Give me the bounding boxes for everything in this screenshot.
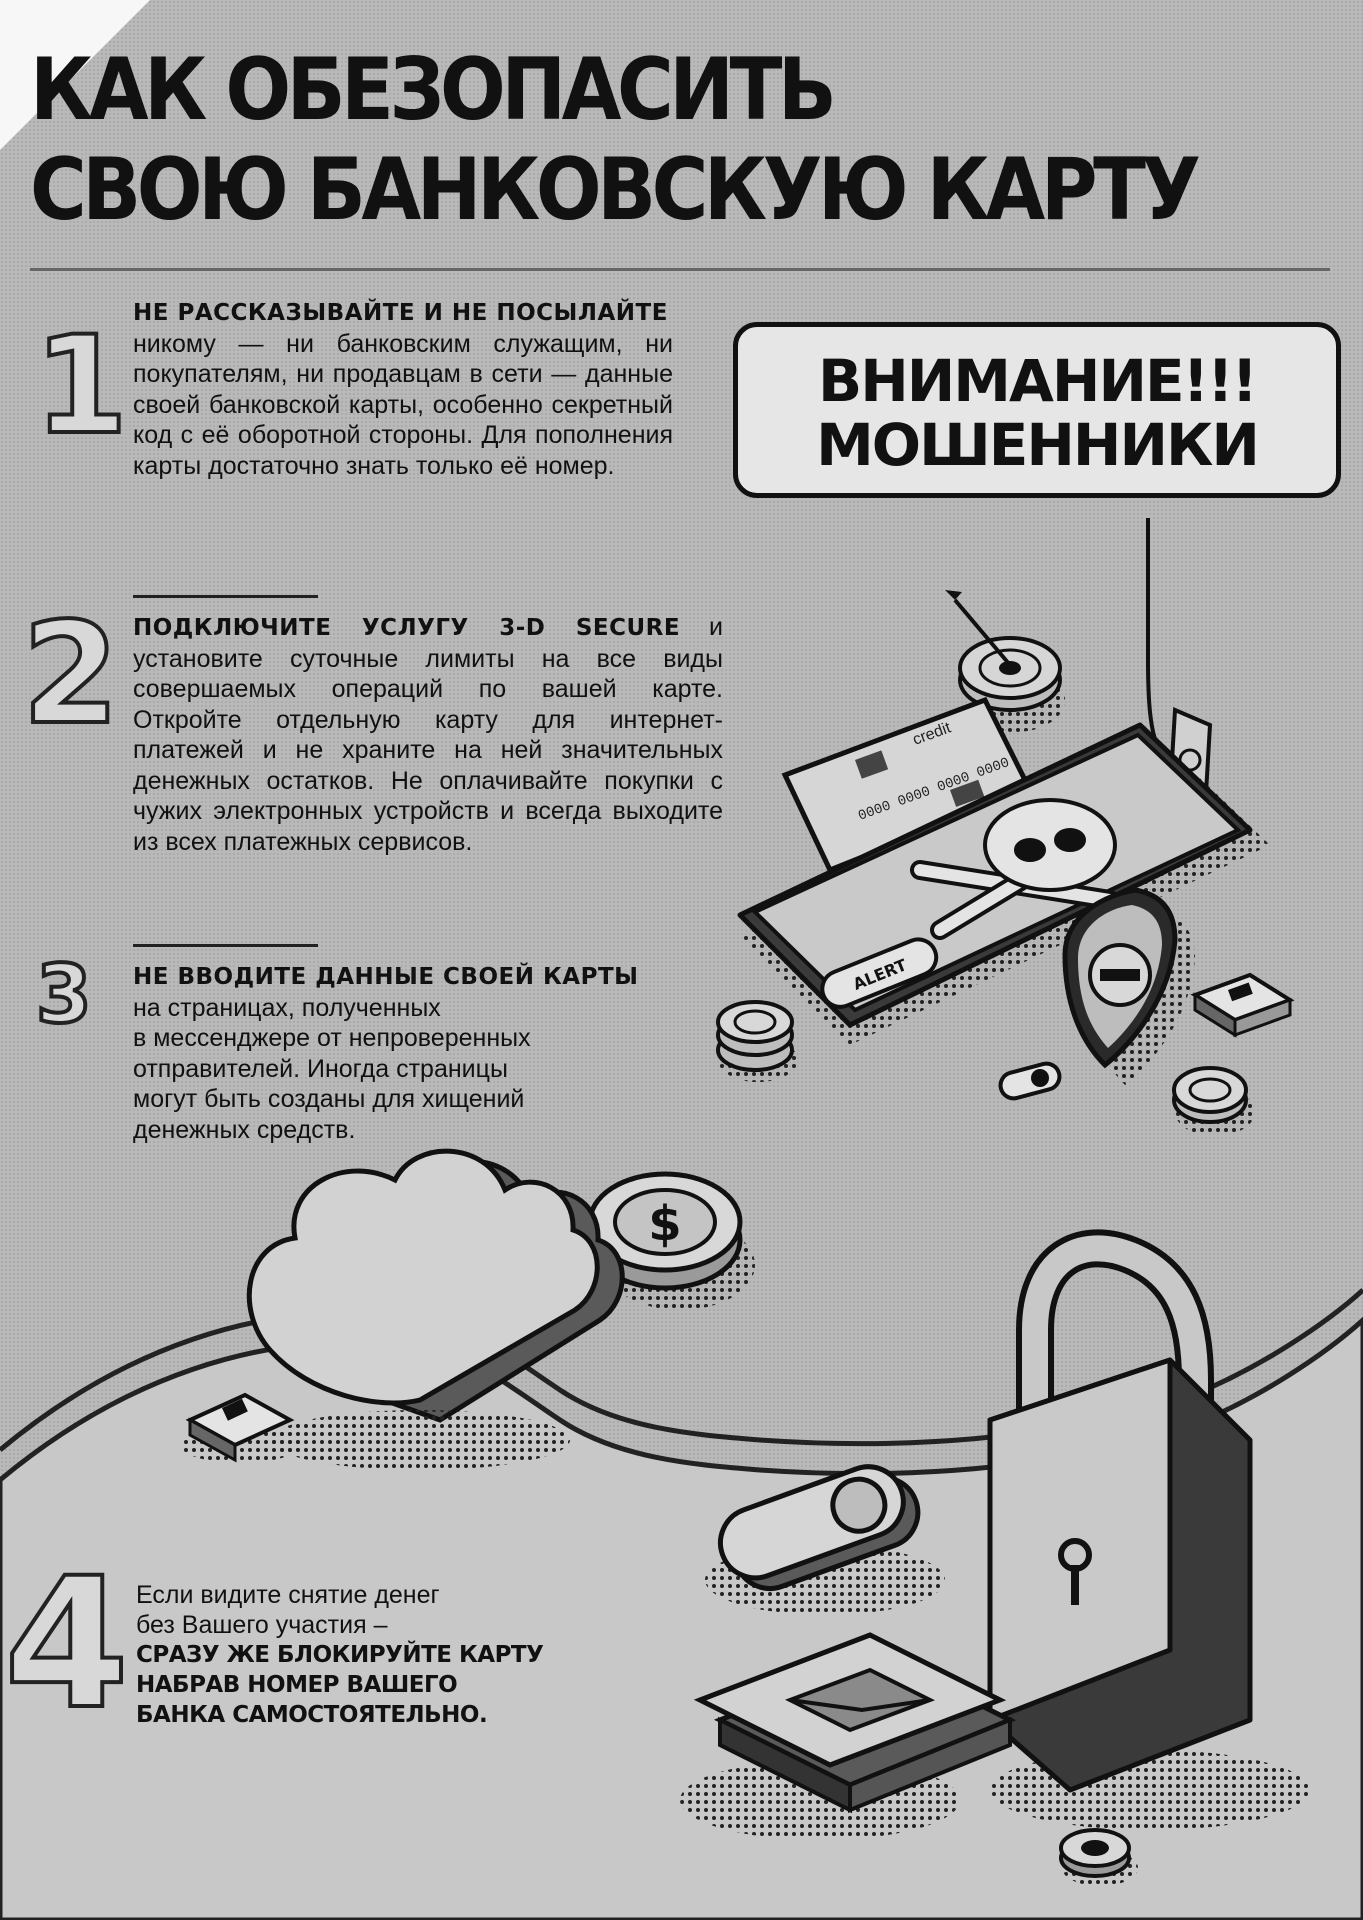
cloud-icon bbox=[246, 1148, 625, 1470]
target-icon bbox=[945, 590, 1065, 732]
mail-tile-icon bbox=[680, 1632, 1017, 1840]
padlock-icon bbox=[987, 1229, 1310, 1830]
coin-icon-bottom bbox=[1059, 1828, 1138, 1886]
step-4-number: 4 bbox=[2, 1540, 131, 1749]
step-1-number: 1 bbox=[32, 307, 130, 464]
step-3-number: 3 bbox=[34, 948, 94, 1041]
warning-line-2: МОШЕННИКИ bbox=[816, 411, 1260, 479]
step-2-text: ПОДКЛЮЧИТЕ УСЛУГУ 3-D SECURE и установит… bbox=[133, 612, 723, 857]
chip-icon-left bbox=[180, 1392, 300, 1463]
sim-chip-icon bbox=[1190, 972, 1295, 1038]
torn-corner bbox=[0, 0, 150, 150]
step-1-heading: НЕ РАССКАЗЫВАЙТЕ И НЕ ПОСЫЛАЙТЕ bbox=[133, 300, 668, 326]
step-3-text: НЕ ВВОДИТЕ ДАННЫЕ СВОЕЙ КАРТЫ на страниц… bbox=[133, 962, 693, 1145]
step-2-number: 2 bbox=[20, 593, 121, 756]
step-4-line-2: без Вашего участия – bbox=[136, 1611, 388, 1639]
step-2-body: и установите суточные лимиты на все виды… bbox=[133, 613, 723, 856]
step-1-text: НЕ РАССКАЗЫВАЙТЕ И НЕ ПОСЫЛАЙТЕ никому —… bbox=[133, 298, 673, 481]
title-divider bbox=[30, 268, 1330, 271]
step-2-heading: ПОДКЛЮЧИТЕ УСЛУГУ 3-D SECURE bbox=[133, 615, 681, 641]
step-1-body: никому — ни банковским служащим, ни поку… bbox=[133, 329, 673, 480]
fraud-warning-sign: ВНИМАНИЕ!!! МОШЕННИКИ bbox=[733, 322, 1350, 507]
step-4-text: Если видите снятие денег без Вашего учас… bbox=[136, 1580, 546, 1730]
step-3-line-5: денежных средств. bbox=[133, 1115, 356, 1144]
divider-1 bbox=[133, 595, 318, 598]
title-line-1: КАК ОБЕЗОПАСИТЬ bbox=[30, 40, 837, 140]
coin-stack-icon bbox=[716, 1000, 798, 1082]
warning-line-1: ВНИМАНИЕ!!! bbox=[818, 347, 1258, 415]
toggle-small-icon bbox=[998, 1061, 1062, 1101]
step-3-heading: НЕ ВВОДИТЕ ДАННЫЕ СВОЕЙ КАРТЫ bbox=[133, 964, 639, 990]
divider-2 bbox=[133, 944, 318, 947]
page-title: КАК ОБЕЗОПАСИТЬ СВОЮ БАНКОВСКУЮ КАРТУ bbox=[30, 40, 1201, 240]
svg-text:$: $ bbox=[648, 1196, 681, 1252]
smartphone-icon: ALERT bbox=[737, 722, 1270, 1045]
step-4-bold-line-1: СРАЗУ ЖЕ БЛОКИРУЙТЕ КАРТУ bbox=[136, 1642, 544, 1668]
title-line-2: СВОЮ БАНКОВСКУЮ КАРТУ bbox=[30, 140, 1201, 240]
coin-icon bbox=[1172, 1066, 1255, 1136]
step-3-line-4: могут быть созданы для хищений bbox=[133, 1085, 525, 1113]
step-3-line-3: отправителей. Иногда страницы bbox=[133, 1054, 508, 1083]
step-3-line-1: на страницах, полученных bbox=[133, 993, 441, 1022]
step-4-bold-line-2: НАБРАВ НОМЕР ВАШЕГО bbox=[136, 1672, 458, 1698]
shield-icon bbox=[1062, 887, 1195, 1085]
step-4-line-1: Если видите снятие денег bbox=[136, 1581, 440, 1609]
dollar-coin-icon: $ bbox=[587, 1171, 755, 1310]
skull-crossbones-icon bbox=[910, 798, 1120, 940]
step-4-bold-line-3: БАНКА САМОСТОЯТЕЛЬНО. bbox=[136, 1702, 488, 1728]
step-3-line-2: в мессенджере от непроверенных bbox=[133, 1024, 531, 1052]
toggle-switch-icon bbox=[705, 1464, 945, 1615]
